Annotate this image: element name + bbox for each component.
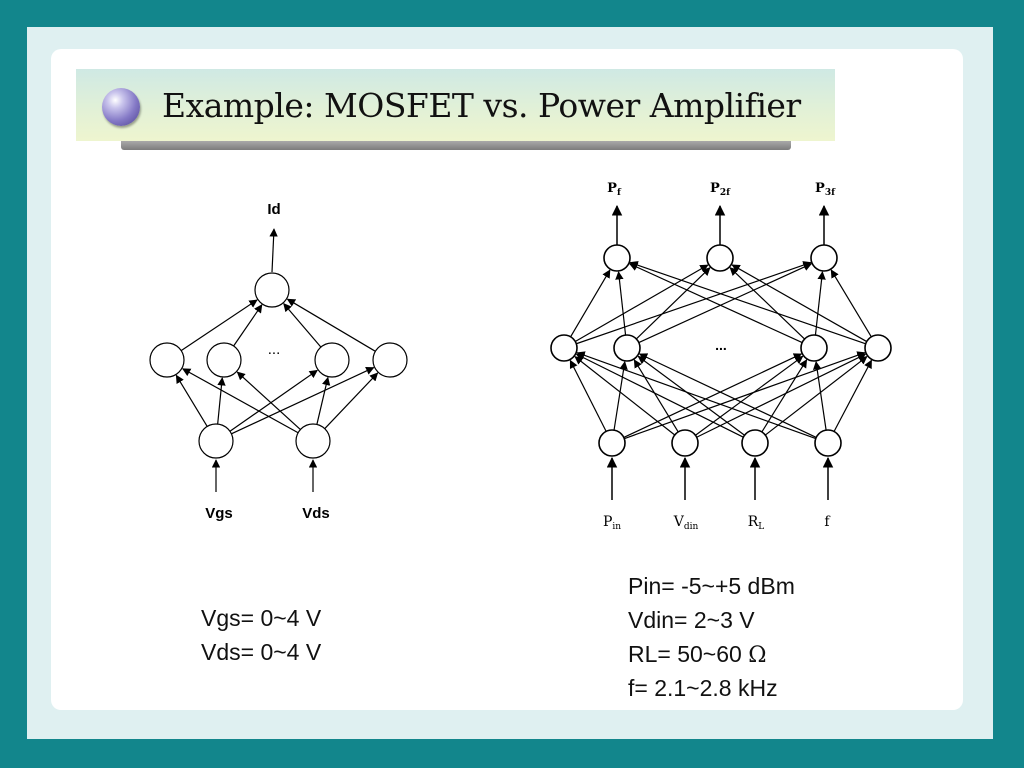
pa-input-node (814, 429, 842, 457)
mosfet-hidden-node (372, 342, 408, 378)
pa-edge-hidden-output (628, 263, 803, 344)
pa-hidden-node (800, 334, 828, 362)
pa-edge-input-hidden (624, 351, 866, 440)
pa-edge-input-hidden (833, 359, 873, 432)
mosfet-edge-hidden-output (180, 299, 258, 352)
mosfet-edge-input-hidden (229, 369, 318, 432)
mosfet-edge-input-hidden (324, 372, 379, 430)
mosfet-output-label: Id (267, 201, 280, 218)
pa-input-label-f: f (824, 514, 831, 530)
pa-hidden-node (864, 334, 892, 362)
pa-edge-hidden-output (731, 264, 868, 343)
pa-edge-hidden-output (570, 269, 611, 338)
pa-range-pin: Pin= -5~+5 dBm (628, 573, 795, 599)
pa-range-rl-text: RL= 50~60 (628, 641, 742, 667)
mosfet-edge-input-hidden (316, 376, 331, 425)
pa-range-rl: RL= 50~60 Ω (628, 637, 766, 673)
pa-output-node (706, 244, 734, 272)
mosfet-edge-hidden-output (286, 298, 376, 352)
pa-edge-input-hidden (812, 361, 827, 431)
ohm-symbol: Ω (748, 643, 767, 668)
bullet-sphere-icon (102, 88, 140, 126)
pa-edge-hidden-output (830, 269, 872, 338)
pa-range-f: f= 2.1~2.8 kHz (628, 675, 778, 701)
pa-input-label-pin: Pin (603, 514, 621, 532)
pa-input-label-vdin: Vdin (673, 514, 699, 532)
pa-edge-hidden-output (615, 271, 627, 336)
pa-edge-input-hidden (574, 356, 676, 436)
pa-output-label-p3f: P3f (815, 181, 836, 198)
mosfet-hidden-node (206, 342, 242, 378)
pa-output-label-p2f: P2f (710, 181, 731, 198)
pa-edge-input-hidden (638, 353, 817, 438)
mosfet-input-node (295, 423, 331, 459)
pa-output-node (810, 244, 838, 272)
pa-edge-input-hidden (623, 353, 803, 439)
mosfet-range-vgs: Vgs= 0~4 V (201, 605, 322, 631)
pa-hidden-node (613, 334, 641, 362)
mosfet-edge-hidden-output (283, 303, 322, 348)
mosfet-edge-hidden-output (233, 304, 263, 347)
pa-range-vdin: Vdin= 2~3 V (628, 607, 755, 633)
slide-title: Example: MOSFET vs. Power Amplifier (162, 86, 801, 125)
mosfet-output-node (254, 272, 290, 308)
mosfet-edge-input-hidden (175, 374, 208, 427)
pa-hidden-ellipsis: ... (715, 337, 727, 353)
mosfet-input-node (198, 423, 234, 459)
pa-edge-hidden-output (574, 264, 709, 343)
pa-edge-input-hidden (633, 359, 679, 433)
mosfet-edge-input-hidden (236, 371, 301, 431)
pa-edge-hidden-output (814, 271, 826, 336)
mosfet-hidden-node (149, 342, 185, 378)
title-bar (76, 69, 835, 141)
mosfet-network (149, 228, 408, 492)
pa-edge-hidden-output (635, 267, 711, 340)
mosfet-output-arrow-id (269, 228, 278, 273)
pa-edge-input-hidden (576, 351, 816, 440)
pa-edge-input-hidden (569, 359, 607, 432)
pa-edge-input-hidden (761, 359, 808, 433)
pa-hidden-node (550, 334, 578, 362)
mosfet-input-label-vds: Vds (302, 505, 330, 522)
mosfet-edge-input-hidden (182, 368, 299, 434)
pa-input-node (741, 429, 769, 457)
pa-edge-hidden-output (638, 263, 813, 344)
pa-edge-input-hidden (575, 353, 744, 438)
power-amplifier-network (550, 204, 892, 500)
pa-edge-input-hidden (637, 355, 745, 436)
pa-output-label-pf: Pf (607, 181, 622, 198)
pa-edge-hidden-output (629, 261, 866, 345)
pa-edge-input-hidden (613, 360, 628, 431)
pa-edge-hidden-output (576, 261, 812, 345)
mosfet-range-vds: Vds= 0~4 V (201, 639, 322, 665)
pa-edge-hidden-output (729, 267, 806, 340)
mosfet-hidden-node (314, 342, 350, 378)
pa-input-node (598, 429, 626, 457)
mosfet-edge-input-hidden (231, 366, 375, 435)
pa-input-node (671, 429, 699, 457)
title-underline (121, 141, 791, 150)
mosfet-hidden-ellipsis: ... (268, 341, 281, 358)
mosfet-input-label-vgs: Vgs (205, 505, 233, 522)
pa-input-label-rl: RL (748, 514, 765, 532)
pa-edge-input-hidden (696, 353, 867, 438)
pa-output-node (603, 244, 631, 272)
mosfet-edge-input-hidden (217, 377, 226, 425)
